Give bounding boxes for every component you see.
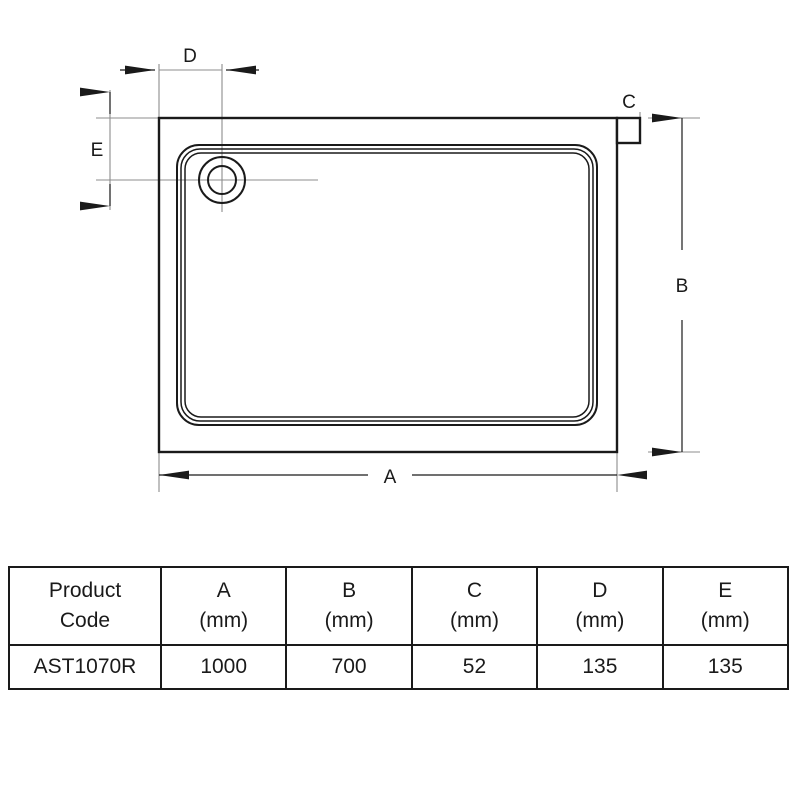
dimension-e: E (80, 87, 111, 211)
drain-outer-circle (198, 156, 246, 204)
header-dim-d-unit: (mm) (575, 609, 625, 632)
header-dim-b-unit: (mm) (324, 609, 374, 632)
dimension-d: D (120, 46, 259, 75)
header-dim-c: C (mm) (410, 566, 539, 646)
dimension-a: A (159, 467, 647, 488)
basin-outline-outer (176, 144, 598, 426)
header-dim-c-unit: (mm) (449, 609, 499, 632)
cell-dim-b: 700 (285, 644, 413, 690)
tray-c-block (615, 116, 642, 145)
drain-inner-circle (207, 165, 237, 195)
dim-label-b: B (676, 276, 689, 297)
header-dim-a: A (mm) (159, 566, 288, 646)
dim-label-d: D (183, 46, 197, 67)
cell-dim-e: 135 (661, 644, 790, 690)
tray-outer-outline (157, 116, 619, 454)
header-dim-e-letter: E (718, 579, 733, 602)
header-dim-b: B (mm) (285, 566, 413, 646)
header-dim-e: E (mm) (661, 566, 790, 646)
table-row: AST1070R 1000 700 52 135 135 (8, 644, 790, 690)
cell-dim-c: 52 (410, 644, 539, 690)
header-dim-c-letter: C (466, 579, 483, 602)
spec-table: Product Code A (mm) B (mm) C (mm) (8, 566, 790, 690)
header-product-code-line1: Product (48, 579, 122, 602)
cell-dim-a: 1000 (159, 644, 288, 690)
spec-table-container: Product Code A (mm) B (mm) C (mm) (8, 566, 790, 690)
dimension-c: C (622, 92, 636, 113)
drawing-area: D E C B A (80, 46, 700, 492)
header-dim-b-letter: B (342, 579, 357, 602)
dim-label-c: C (622, 92, 636, 113)
header-dim-d-letter: D (592, 579, 608, 602)
header-product-code-line2: Code (59, 609, 111, 632)
cell-product-code: AST1070R (8, 644, 162, 690)
construction-lines (96, 64, 700, 492)
dim-label-a: A (384, 467, 397, 488)
header-dim-d: D (mm) (536, 566, 664, 646)
table-header-row: Product Code A (mm) B (mm) C (mm) (8, 566, 790, 646)
header-dim-a-letter: A (216, 579, 231, 602)
dimension-b: B (652, 113, 689, 457)
basin-outline-inner (184, 152, 590, 418)
basin-outline-middle (180, 148, 594, 422)
cell-dim-d: 135 (536, 644, 664, 690)
shower-tray-drawing: D E C B A (80, 46, 700, 492)
header-dim-a-unit: (mm) (199, 609, 249, 632)
header-dim-e-unit: (mm) (700, 609, 750, 632)
header-product-code: Product Code (8, 566, 162, 646)
dim-label-e: E (91, 140, 104, 161)
